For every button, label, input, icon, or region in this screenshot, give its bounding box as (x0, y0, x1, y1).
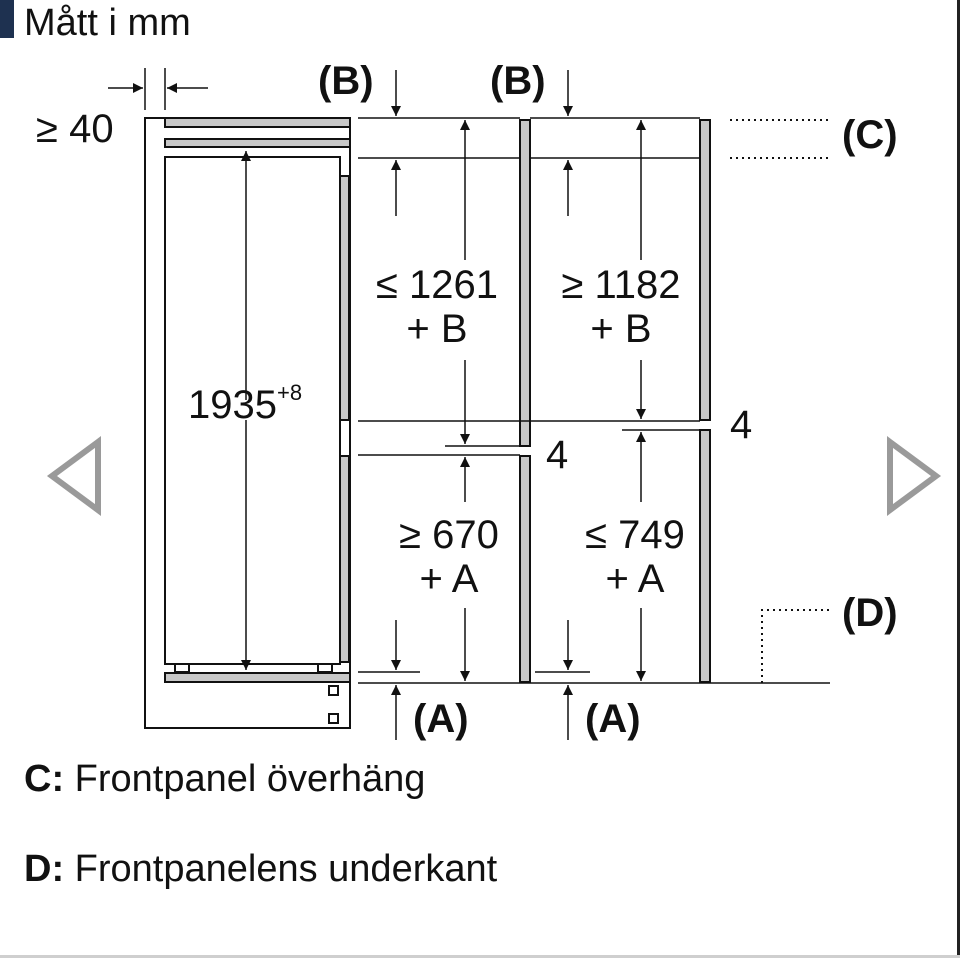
door-hinge-lower (339, 455, 350, 663)
triangle-left-outline-icon (46, 436, 101, 516)
label-upper-left-1: ≤ 1261 (376, 263, 498, 307)
label-height-value: 1935 (188, 383, 277, 427)
label-height-total: 1935+8 (188, 380, 302, 427)
foot-right (317, 663, 333, 673)
panel-lower-left (519, 455, 531, 683)
label-upper-right-2: + B (590, 307, 651, 351)
panel-upper-left (519, 119, 531, 447)
label-upper-left-2: + B (406, 307, 467, 351)
top-rail (164, 117, 351, 128)
legend-c-text: Frontpanel överhäng (64, 758, 426, 800)
panel-lower-right (699, 429, 711, 683)
legend-d-key: D: (24, 848, 65, 890)
label-lower-right-1: ≤ 749 (585, 513, 685, 557)
label-height-tolerance: +8 (277, 380, 302, 405)
label-lower-left-1: ≥ 670 (399, 513, 499, 557)
prev-image-button[interactable] (44, 436, 104, 516)
label-d: (D) (842, 591, 898, 635)
bottom-rail (164, 672, 351, 683)
label-c: (C) (842, 113, 898, 157)
legend-c-key: C: (24, 758, 65, 800)
guide-d (761, 609, 832, 683)
label-lower-right-2: + A (606, 557, 665, 601)
reference-lines (144, 68, 830, 684)
legend-d: D: Frontpanelens underkant (24, 846, 497, 892)
top-rail-2 (164, 138, 351, 148)
label-b-right: (B) (490, 59, 546, 103)
label-gap-top: ≥ 40 (36, 107, 114, 151)
dotted-guides (730, 119, 832, 683)
label-lower-left-2: + A (420, 557, 479, 601)
foot-left (174, 663, 190, 673)
diagram-title: Mått i mm (24, 2, 191, 44)
triangle-right-outline-icon (887, 436, 942, 516)
vent-slot-upper (328, 685, 339, 696)
window-bottom-edge (0, 955, 960, 958)
dimension-labels: ≥ 40 1935+8 (B) (B) (C) (D) (A) (A) ≤ 12… (36, 59, 898, 741)
label-upper-right-1: ≥ 1182 (561, 263, 680, 307)
next-image-button[interactable] (882, 436, 942, 516)
vent-slot-lower (328, 713, 339, 724)
label-b-left: (B) (318, 59, 374, 103)
panel-upper-right (699, 119, 711, 421)
legend-d-text: Frontpanelens underkant (64, 848, 498, 890)
label-a-right: (A) (585, 697, 641, 741)
label-gap-mid-right: 4 (730, 403, 752, 447)
label-gap-mid-left: 4 (546, 433, 568, 477)
window-accent-bar (0, 0, 14, 38)
dimension-arrows (108, 70, 646, 740)
appliance-drawing (144, 117, 351, 729)
door-hinge-upper (339, 175, 350, 421)
label-a-left: (A) (413, 697, 469, 741)
legend-c: C: Frontpanel överhäng (24, 756, 425, 802)
window-edge (957, 0, 960, 958)
front-panels (519, 119, 711, 683)
